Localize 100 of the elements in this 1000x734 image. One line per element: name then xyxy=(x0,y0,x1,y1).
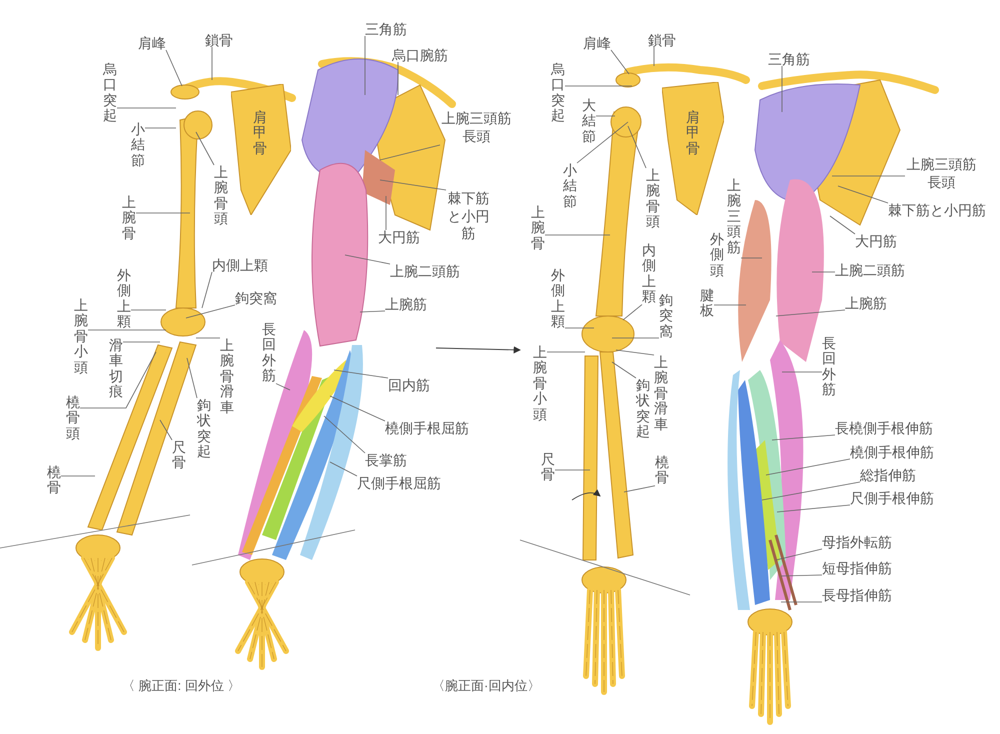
leader-line xyxy=(612,362,636,378)
leader-line xyxy=(330,462,358,476)
anatomy-label: 長回外筋 xyxy=(262,322,276,384)
leader-line xyxy=(380,144,440,160)
anatomy-label: 橈骨 xyxy=(655,455,669,486)
anatomy-label: 烏口突起 xyxy=(551,62,565,124)
anatomy-label: 三角筋 xyxy=(365,22,407,36)
anatomy-label: 上腕二頭筋 xyxy=(390,264,460,278)
leader-line xyxy=(576,122,628,164)
anatomy-label: 鉤状突起 xyxy=(636,378,650,440)
anatomy-label: 棘下筋と小円筋 xyxy=(888,203,986,217)
leader-line xyxy=(622,304,642,320)
anatomy-label: 大円筋 xyxy=(855,234,897,248)
anatomy-label: 滑車切痕 xyxy=(109,338,123,400)
anatomy-label: 鎖骨 xyxy=(648,33,676,47)
anatomy-label: 長掌筋 xyxy=(365,453,407,467)
leader-line xyxy=(186,304,236,318)
leader-line xyxy=(344,254,390,264)
leader-line xyxy=(610,50,630,74)
anatomy-label: 棘下筋と小円筋 xyxy=(446,190,491,242)
anatomy-label: 回内筋 xyxy=(388,378,430,392)
leader-line xyxy=(360,310,386,312)
anatomy-label: 上腕骨小頭 xyxy=(533,345,547,422)
anatomy-label: 上腕骨 xyxy=(122,195,136,242)
leader-line xyxy=(202,272,212,308)
leader-line xyxy=(544,234,610,236)
anatomy-label: 尺骨 xyxy=(172,440,186,471)
leader-line xyxy=(838,186,888,204)
anatomy-label: 内側上顆 xyxy=(642,243,656,305)
leader-line xyxy=(780,574,822,576)
anatomy-label: 外側頭 xyxy=(710,232,724,278)
leader-line xyxy=(776,504,850,512)
anatomy-label: 上腕骨頭 xyxy=(646,168,660,230)
anatomy-label: 肩峰 xyxy=(138,36,166,50)
leader-line xyxy=(276,383,290,390)
anatomy-label: 小結節 xyxy=(131,122,145,168)
anatomy-label: 烏口突起 xyxy=(103,62,117,124)
anatomy-label: 上腕三頭筋長頭 xyxy=(440,110,513,145)
anatomy-label: 三角筋 xyxy=(768,52,810,66)
leader-line xyxy=(762,482,860,500)
leader-line xyxy=(624,485,656,492)
bone-label: 肩甲骨 xyxy=(253,110,267,156)
anatomy-label: 上腕骨滑車 xyxy=(220,338,234,415)
leader-line xyxy=(324,416,366,454)
leader-line xyxy=(334,370,388,378)
figure-caption: 〈 腕正面: 回外位 〉 xyxy=(122,677,240,695)
anatomy-label: 上腕三頭筋長頭 xyxy=(905,156,978,191)
anatomy-label: 外側上顆 xyxy=(551,268,565,330)
leader-line xyxy=(196,132,214,166)
anatomy-label: 烏口腕筋 xyxy=(392,48,448,62)
anatomy-label: 腱板 xyxy=(700,288,714,319)
anatomy-label: 総指伸筋 xyxy=(860,468,916,482)
anatomy-label: 鉤状突起 xyxy=(197,398,211,460)
anatomy-label: 上腕骨滑車 xyxy=(654,355,668,432)
anatomy-label: 鎖骨 xyxy=(205,33,233,47)
leader-line xyxy=(616,350,654,356)
leader-line xyxy=(380,180,446,190)
anatomy-label: 上腕骨小頭 xyxy=(74,298,88,375)
anatomy-label: 長橈側手根伸筋 xyxy=(835,421,933,435)
anatomy-label: 小結節 xyxy=(563,163,577,210)
leader-line xyxy=(364,36,366,96)
leader-line xyxy=(714,304,746,306)
anatomy-label: 母指外転筋 xyxy=(822,535,892,549)
anatomy-label: 大円筋 xyxy=(378,230,420,244)
figure-caption: 〈腕正面·回内位〉 xyxy=(432,677,540,695)
leader-line xyxy=(80,352,156,408)
anatomy-label: 上腕骨 xyxy=(531,205,545,252)
leader-line xyxy=(166,50,182,86)
anatomy-label: 上腕筋 xyxy=(385,297,427,311)
anatomy-label: 尺側手根伸筋 xyxy=(850,491,934,505)
leader-line xyxy=(776,548,822,560)
anatomy-label: 橈側手根屈筋 xyxy=(385,421,469,435)
anatomy-label: 橈側手根伸筋 xyxy=(850,445,934,459)
anatomy-label: 橈骨 xyxy=(47,465,61,496)
anatomy-label: 尺側手根屈筋 xyxy=(357,476,441,490)
leader-line xyxy=(628,126,646,168)
anatomy-label: 大結節 xyxy=(582,98,596,144)
anatomy-label: 上腕骨頭 xyxy=(214,165,228,227)
anatomy-label: 長回外筋 xyxy=(822,336,836,398)
anatomy-label: 肩峰 xyxy=(583,36,611,50)
leader-line xyxy=(772,434,836,440)
leader-line xyxy=(330,396,386,422)
anatomy-label: 上腕二頭筋 xyxy=(835,263,905,277)
leader-line xyxy=(136,212,190,214)
leader-line xyxy=(830,216,856,234)
anatomy-label: 尺骨 xyxy=(541,452,555,483)
anatomy-label: 橈骨頭 xyxy=(66,395,80,442)
leader-line xyxy=(776,310,846,316)
leader-line xyxy=(160,420,172,440)
anatomy-label: 上腕三頭筋 xyxy=(727,178,741,255)
anatomy-label: 鉤突窩 xyxy=(235,291,277,305)
anatomy-label: 内側上顆 xyxy=(212,258,268,272)
anatomy-label: 外側上顆 xyxy=(117,268,131,330)
bone-label: 肩甲骨 xyxy=(686,110,700,156)
anatomy-label: 長母指伸筋 xyxy=(822,588,892,602)
anatomy-label: 短母指伸筋 xyxy=(822,561,892,575)
anatomy-label: 鉤突窩 xyxy=(659,293,673,340)
anatomy-label: 上腕筋 xyxy=(845,296,887,310)
leader-line xyxy=(186,358,198,398)
leader-line xyxy=(766,458,850,476)
